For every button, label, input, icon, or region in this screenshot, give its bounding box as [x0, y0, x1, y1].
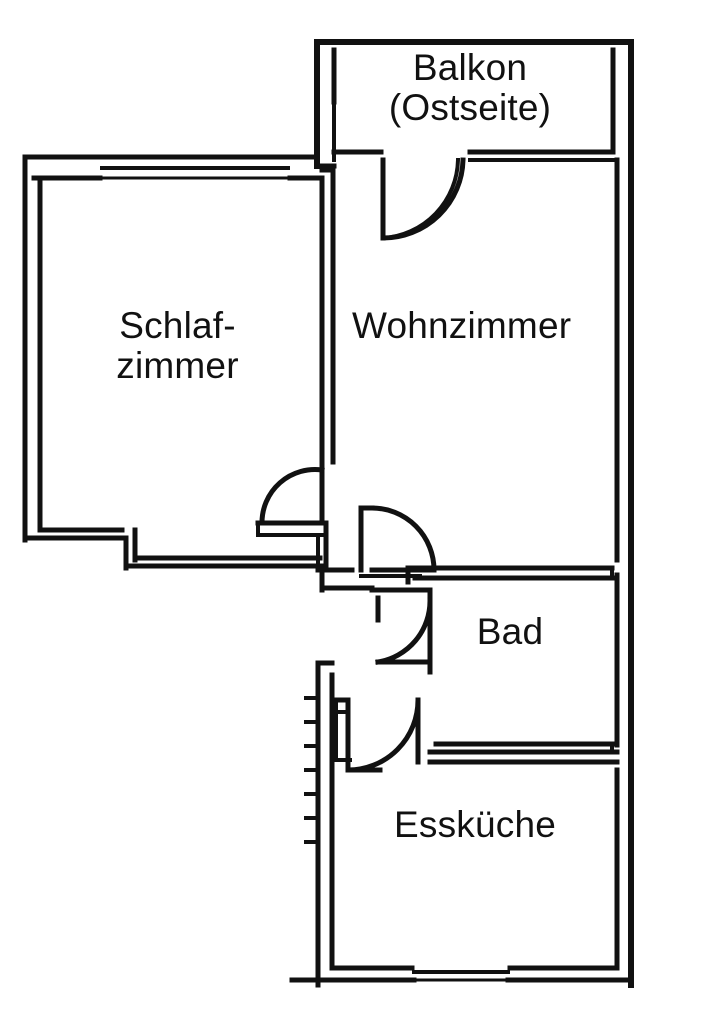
room-label-bad: Bad: [476, 611, 544, 652]
wohnzimmer-outline: [330, 167, 620, 585]
balkon-door: [380, 157, 466, 241]
room-label-balkon: Balkon (Ostseite): [388, 47, 552, 128]
balkon-outline: [314, 39, 634, 169]
esskueche-door: [333, 697, 421, 773]
room-label-schlafzimmer: Schlaf- zimmer: [116, 305, 239, 386]
esskueche-west-wall-ticks: [304, 696, 320, 844]
exterior-right-wall: [614, 39, 634, 988]
room-label-wohnzimmer: Wohnzimmer: [352, 305, 572, 346]
wohnzimmer-hall-door: [358, 505, 437, 578]
wall-returns: [22, 154, 614, 754]
hall-walls: [315, 520, 375, 593]
wall-group: [22, 39, 634, 988]
bad-door: [369, 587, 433, 675]
schlafzimmer-door: [255, 467, 329, 537]
esskueche-outline: [289, 660, 634, 988]
room-label-esskueche: Essküche: [393, 804, 556, 845]
